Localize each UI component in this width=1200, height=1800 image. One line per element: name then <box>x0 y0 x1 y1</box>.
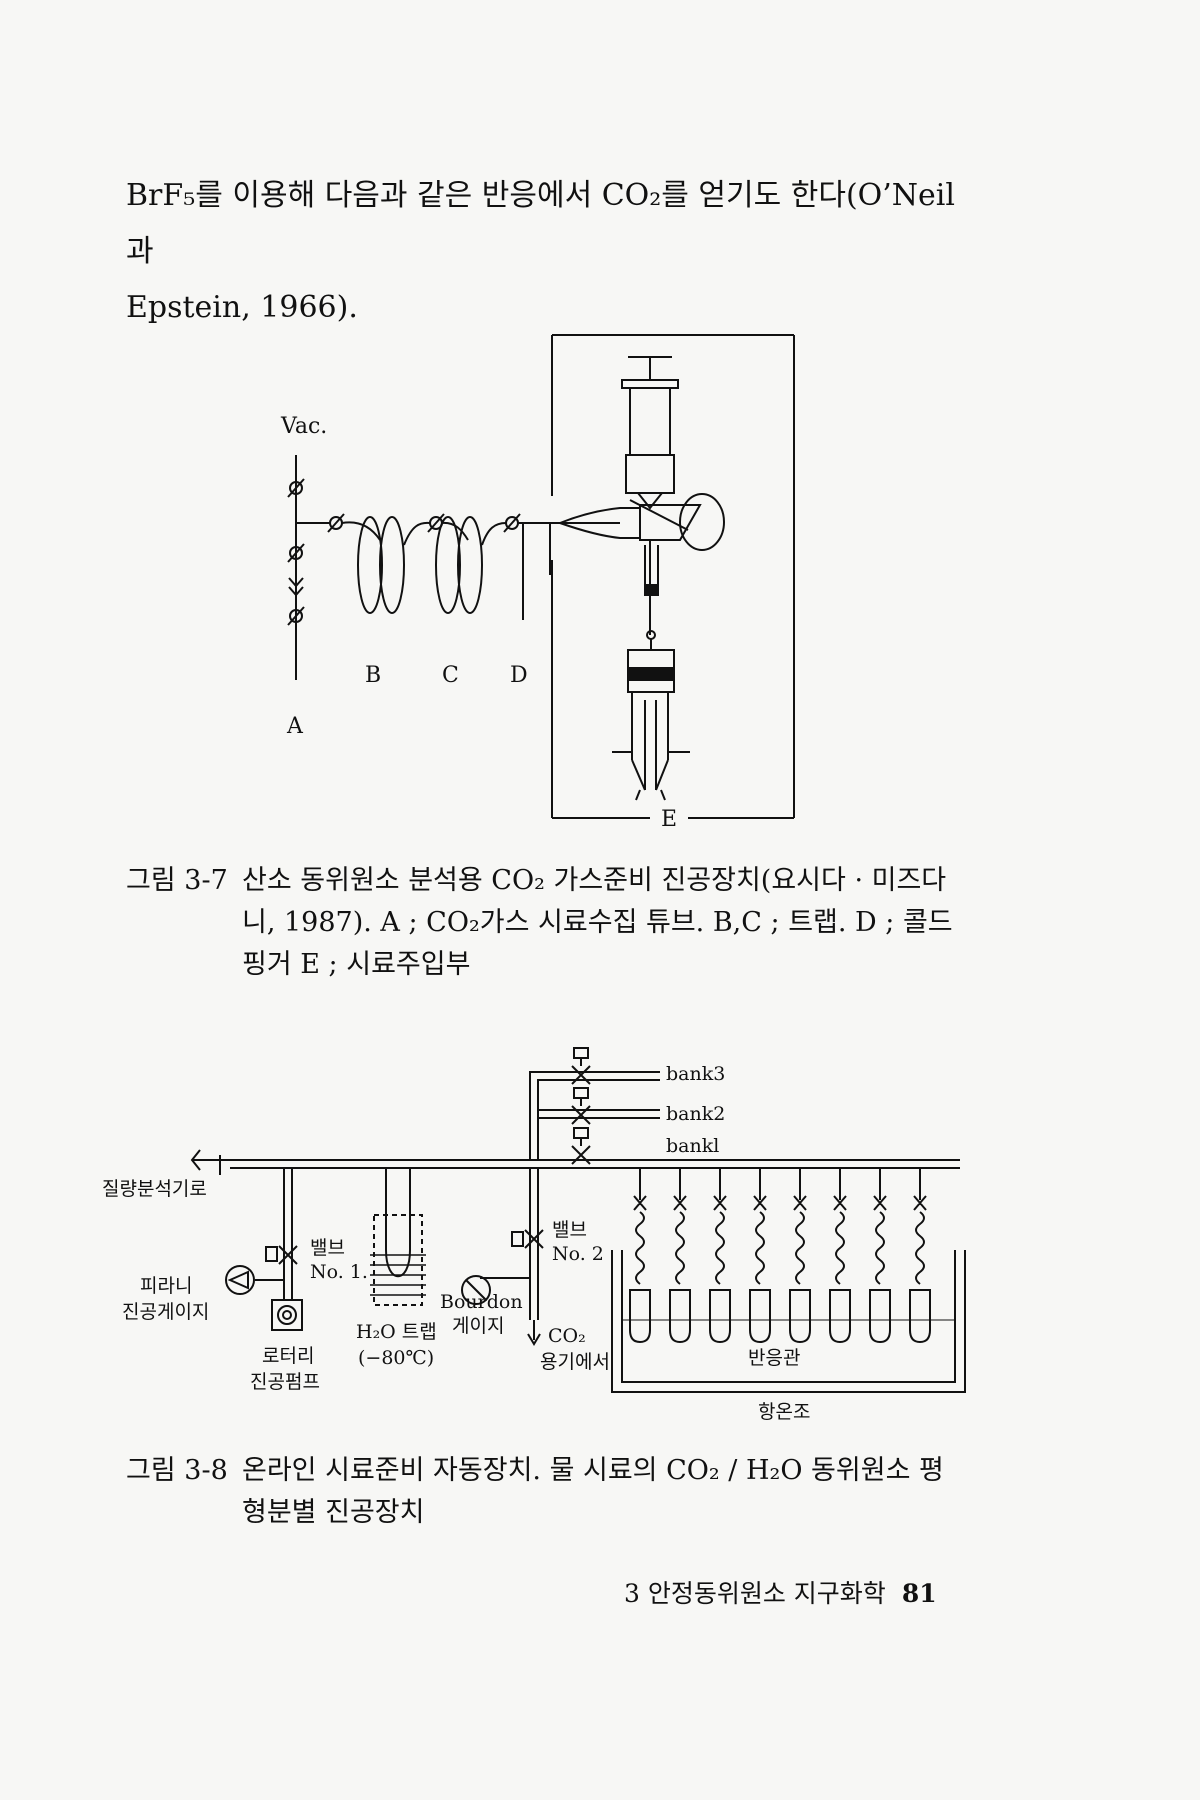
label-rotary-b: 진공펌프 <box>250 1371 320 1393</box>
label-bank3: bank3 <box>666 1063 725 1085</box>
label-mass-spec: 질량분석기로 <box>102 1178 207 1200</box>
figure-3-8-caption: 그림 3-8 온라인 시료준비 자동장치. 물 시료의 CO₂ / H₂O 동위… <box>126 1450 966 1540</box>
label-d: D <box>510 663 528 688</box>
label-rotary-a: 로터리 <box>262 1345 314 1367</box>
caption-text: 산소 동위원소 분석용 CO₂ 가스준비 진공장치(요시다 · 미즈다니, 19… <box>242 865 953 980</box>
label-valve1-a: 밸브 <box>310 1237 345 1259</box>
caption-text: 온라인 시료준비 자동장치. 물 시료의 CO₂ / H₂O 동위원소 평형분별… <box>242 1455 944 1528</box>
label-reaction-tube: 반응관 <box>748 1347 800 1369</box>
label-vac: Vac. <box>280 414 327 439</box>
intro-line-1: BrF₅를 이용해 다음과 같은 반응에서 CO₂를 얻기도 한다(O’Neil… <box>126 178 955 269</box>
label-co2-b: 용기에서 <box>540 1351 610 1373</box>
page-number: 81 <box>901 1579 937 1608</box>
chapter-title: 3 안정동위원소 지구화학 <box>624 1579 886 1608</box>
label-co2-a: CO₂ <box>548 1325 586 1347</box>
label-thermostat: 항온조 <box>758 1401 810 1423</box>
label-b: B <box>365 663 381 688</box>
label-valve1-b: No. 1. <box>310 1261 368 1283</box>
label-valve2-a: 밸브 <box>552 1219 587 1241</box>
label-a: A <box>286 714 304 739</box>
label-h2o-trap: H₂O 트랩 <box>356 1321 437 1343</box>
figure-3-8-diagram: bank3 bank2 bankl 질량분석기로 밸브 No. 1. 밸브 No… <box>102 1047 966 1423</box>
label-bourdon-b: 게이지 <box>452 1315 504 1337</box>
figure-3-7-caption: 그림 3-7 산소 동위원소 분석용 CO₂ 가스준비 진공장치(요시다 · 미… <box>126 860 966 990</box>
intro-line-2: Epstein, 1966). <box>126 290 358 325</box>
caption-label: 그림 3-7 <box>126 865 228 896</box>
label-e: E <box>661 807 677 832</box>
label-trap-temp: (−80℃) <box>358 1347 434 1369</box>
intro-paragraph: BrF₅를 이용해 다음과 같은 반응에서 CO₂를 얻기도 한다(O’Neil… <box>126 168 976 336</box>
label-valve2-b: No. 2 <box>552 1243 604 1265</box>
label-pirani-b: 진공게이지 <box>122 1301 209 1323</box>
label-pirani-a: 피라니 <box>140 1275 192 1297</box>
label-bank2: bank2 <box>666 1103 725 1125</box>
page-footer: 3 안정동위원소 지구화학 81 <box>624 1574 937 1610</box>
label-bank1: bankl <box>666 1135 719 1157</box>
label-c: C <box>442 663 459 688</box>
caption-label: 그림 3-8 <box>126 1455 228 1486</box>
label-bourdon-a: Bourdon <box>440 1291 523 1313</box>
figure-3-7-diagram: Vac. A B C D E <box>280 334 795 832</box>
